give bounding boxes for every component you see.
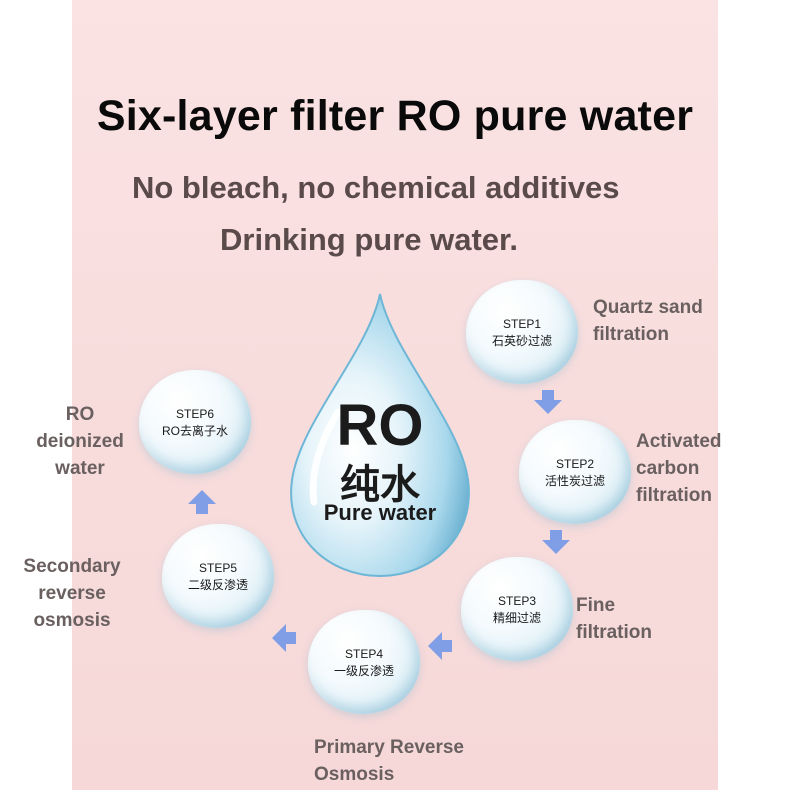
arrow-up-icon [188, 490, 216, 514]
step-2-bubble: STEP2 活性炭过滤 [519, 420, 631, 524]
step-3-label: Fine filtration [576, 595, 652, 643]
step-chinese-label: 二级反渗透 [187, 578, 248, 592]
step-chinese-label: 活性炭过滤 [544, 474, 605, 488]
step-number: STEP4 [344, 647, 383, 661]
drop-chinese: 纯水 [340, 463, 420, 507]
water-drop-icon [290, 293, 470, 578]
arrow-down-icon [542, 530, 570, 554]
subtitle-drinking: Drinking pure water. [220, 222, 519, 257]
page-title: Six-layer filter RO pure water [96, 92, 694, 140]
step-chinese-label: 精细过滤 [492, 611, 541, 625]
step-number: STEP2 [555, 457, 594, 471]
step-number: STEP3 [497, 594, 536, 608]
step-4-label: Primary Reverse Osmosis [314, 737, 464, 785]
arrow-left-icon [272, 624, 296, 652]
step-4-bubble: STEP4 一级反渗透 [308, 610, 420, 714]
step-3-bubble: STEP3 精细过滤 [461, 557, 573, 661]
step-2-label: Activated carbon filtration [636, 431, 722, 506]
step-5-bubble: STEP5 二级反渗透 [162, 524, 274, 628]
step-number: STEP5 [198, 561, 237, 575]
step-6-label: RO deionized water [36, 404, 124, 479]
drop-english: Pure water [323, 500, 437, 525]
step-6-bubble: STEP6 RO去离子水 [139, 370, 251, 474]
arrow-down-icon [534, 390, 562, 414]
step-1-label: Quartz sand filtration [593, 297, 703, 345]
step-chinese-label: 石英砂过滤 [491, 334, 552, 348]
step-5-label: Secondary reverse osmosis [23, 556, 121, 631]
step-number: STEP1 [502, 317, 541, 331]
step-chinese-label: 一级反渗透 [333, 664, 394, 678]
step-1-bubble: STEP1 石英砂过滤 [466, 280, 578, 384]
arrow-left-icon [428, 632, 452, 660]
step-number: STEP6 [175, 407, 214, 421]
subtitle-no-additives: No bleach, no chemical additives [132, 170, 620, 205]
drop-title: RO [336, 393, 424, 458]
step-chinese-label: RO去离子水 [161, 424, 228, 438]
